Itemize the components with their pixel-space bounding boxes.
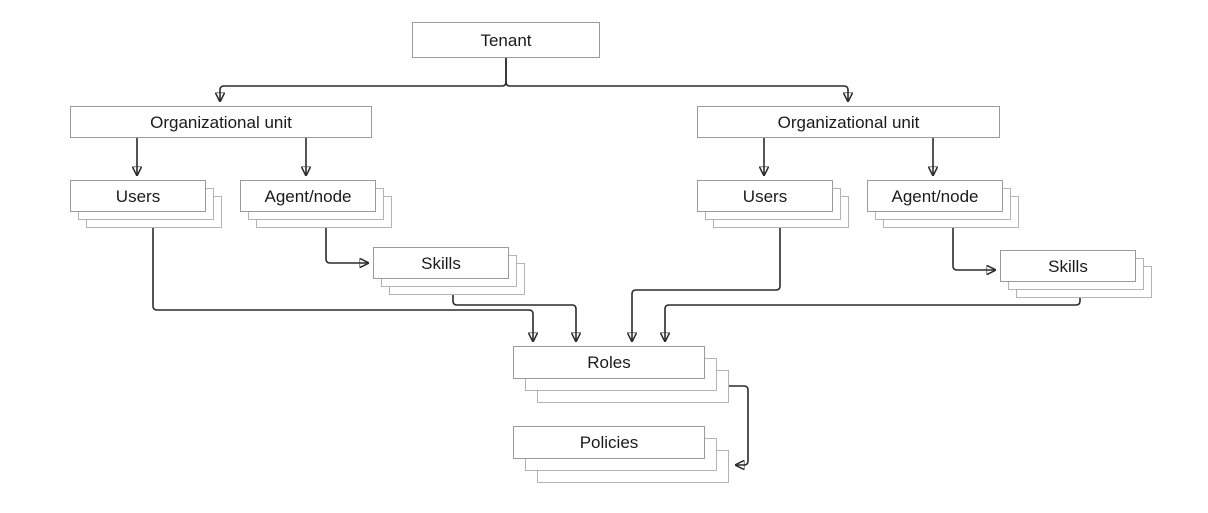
node-label: Policies (579, 433, 639, 452)
node-label: Users (742, 186, 788, 206)
edge-tenant-to-ou-right (505, 58, 848, 101)
node-roles[interactable]: Roles (513, 346, 705, 379)
node-label: Organizational unit (777, 112, 920, 132)
edge-skills-right-to-roles (665, 298, 1081, 341)
node-label: Roles (587, 353, 631, 372)
node-label: Tenant (480, 30, 532, 50)
edge-roles-to-policies (729, 385, 749, 465)
node-skills-left[interactable]: Skills (373, 247, 509, 279)
node-agent-node-left[interactable]: Agent/node (240, 180, 376, 212)
node-label: Skills (1048, 256, 1088, 276)
edge-agent-left-to-skills (325, 228, 368, 263)
node-skills-right[interactable]: Skills (1000, 250, 1136, 282)
node-users-right[interactable]: Users (697, 180, 833, 212)
node-organizational-unit-left[interactable]: Organizational unit (70, 106, 372, 138)
node-agent-node-right[interactable]: Agent/node (867, 180, 1003, 212)
node-label: Organizational unit (150, 112, 292, 132)
node-policies[interactable]: Policies (513, 426, 705, 459)
edge-tenant-to-ou-left (220, 58, 507, 101)
node-label: Users (115, 186, 161, 206)
node-label: Skills (421, 253, 461, 273)
node-organizational-unit-right[interactable]: Organizational unit (697, 106, 1000, 138)
edge-skills-left-to-roles (452, 295, 576, 341)
node-label: Agent/node (264, 186, 352, 206)
node-users-left[interactable]: Users (70, 180, 206, 212)
edge-users-right-to-roles (632, 228, 781, 341)
node-label: Agent/node (891, 186, 979, 206)
edge-agent-right-to-skills (952, 228, 995, 270)
node-tenant[interactable]: Tenant (412, 22, 600, 58)
